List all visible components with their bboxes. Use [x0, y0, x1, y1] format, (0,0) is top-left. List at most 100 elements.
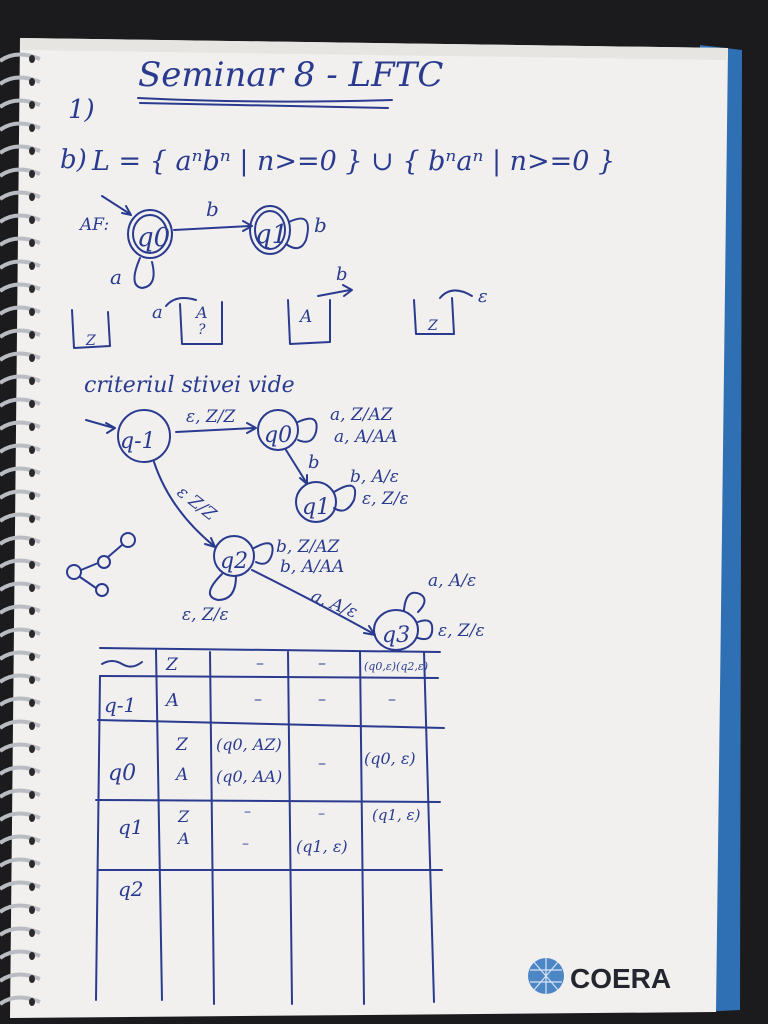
table-row-q1-state: q1	[118, 815, 144, 839]
binding-hole	[29, 538, 35, 546]
pda-state-q2-label: q2	[220, 549, 248, 574]
table-row-q-1-stack: A	[164, 690, 179, 711]
binding-hole	[29, 469, 35, 477]
pda-state-q3	[373, 609, 419, 651]
spiral-ring	[0, 489, 41, 500]
binding-hole	[29, 837, 35, 845]
pda-state-q1-label: q1	[302, 495, 330, 520]
binding-hole	[29, 860, 35, 868]
title-underline	[137, 97, 393, 103]
spiral-ring	[0, 374, 41, 385]
spiral-ring	[0, 995, 41, 1006]
binding-hole	[29, 239, 35, 247]
spiral-ring	[0, 52, 41, 63]
spiral-ring	[0, 558, 41, 569]
af-loop-q0	[133, 257, 155, 289]
spiral-ring	[0, 351, 41, 362]
binding-hole	[29, 630, 35, 638]
binding-hole	[29, 147, 35, 155]
stack-sketch-4-pop: ε	[478, 286, 488, 307]
binding-hole	[29, 354, 35, 362]
svg-text:(q1, ε): (q1, ε)	[296, 837, 348, 856]
binding-hole	[29, 216, 35, 224]
spiral-ring	[0, 98, 41, 109]
svg-text:Z: Z	[175, 735, 189, 755]
pda-loop-q1-label-2: ε, Z/ε	[362, 489, 409, 509]
pda-loop-q2-label-1: b, Z/AZ	[276, 537, 341, 557]
spiral-ring	[0, 121, 41, 132]
binding-hole	[29, 400, 35, 408]
svg-text:(q1, ε): (q1, ε)	[372, 806, 421, 824]
stack-sketch-3-input: b	[336, 264, 348, 285]
binding-hole	[29, 561, 35, 569]
af-state-q1-label: q1	[255, 220, 288, 250]
criterion-text: criteriul stivei vide	[84, 373, 295, 398]
binding-hole	[29, 791, 35, 799]
svg-text:–: –	[388, 689, 396, 708]
binding-hole	[29, 699, 35, 707]
binding-hole	[29, 446, 35, 454]
binding-hole	[29, 78, 35, 86]
binding-hole	[29, 883, 35, 891]
spiral-ring	[0, 742, 41, 753]
svg-text:(q0, AZ): (q0, AZ)	[216, 735, 282, 754]
svg-text:(q0, ε): (q0, ε)	[364, 749, 416, 768]
spiral-ring	[0, 765, 41, 776]
af-loop-q1-label: b	[314, 213, 327, 237]
binding-hole	[29, 193, 35, 201]
spiral-ring	[0, 719, 41, 730]
spiral-ring	[0, 213, 41, 224]
binding-hole	[29, 285, 35, 293]
spiral-ring	[0, 857, 41, 868]
svg-text:A: A	[176, 829, 190, 848]
notebook-page	[10, 38, 728, 1018]
spiral-ring	[0, 75, 41, 86]
pda-edge-q0-q1-label: b	[308, 452, 320, 473]
spiral-ring	[0, 443, 41, 454]
pda-loop-q3-top-label: a, A/ε	[428, 571, 476, 591]
binding-hole	[29, 676, 35, 684]
svg-text:(q0, AA): (q0, AA)	[216, 767, 282, 786]
stack-sketch-3	[287, 299, 331, 345]
binding-hole	[29, 929, 35, 937]
coera-logo: COERA	[528, 958, 671, 994]
pda-start-arrow	[85, 419, 115, 429]
pda-state-q2	[213, 535, 255, 577]
binding-hole	[29, 262, 35, 270]
spiral-ring	[0, 673, 41, 684]
spiral-ring	[0, 926, 41, 937]
af-loop-q1	[285, 217, 309, 250]
small-doodle	[66, 532, 136, 597]
af-edge-q0-q1-label: b	[206, 197, 219, 221]
svg-text:–: –	[318, 753, 326, 772]
pda-state-q-1	[117, 409, 171, 463]
spiral-ring	[0, 903, 41, 914]
table-header-col1: –	[256, 653, 264, 672]
spiral-ring	[0, 397, 41, 408]
binding-hole	[29, 55, 35, 63]
binding-hole	[29, 814, 35, 822]
spiral-ring	[0, 811, 41, 822]
pda-loop-q3-right-label: ε, Z/ε	[438, 621, 485, 641]
stack-sketch-4	[413, 297, 455, 335]
spiral-ring	[0, 535, 41, 546]
pda-loop-q2-bottom	[209, 573, 237, 601]
spiral-ring	[0, 949, 41, 960]
language-definition: L = { aⁿbⁿ | n>=0 } ∪ { bⁿaⁿ | n>=0 }	[91, 146, 615, 177]
binding-hole	[29, 584, 35, 592]
coera-wordmark: COERA	[570, 963, 671, 994]
svg-text:–: –	[318, 806, 325, 822]
binding-hole	[29, 998, 35, 1006]
svg-text:–: –	[318, 689, 326, 708]
table-row-q2-state: q2	[118, 877, 144, 901]
svg-text:–: –	[254, 689, 262, 708]
spiral-ring	[0, 167, 41, 178]
transition-table-grid	[95, 647, 445, 1005]
pda-loop-q0-label-1: a, Z/AZ	[330, 405, 394, 425]
svg-text:Z: Z	[85, 333, 96, 349]
table-header-col3: (q0,ε)(q2,ε)	[364, 660, 428, 673]
af-loop-q0-label: a	[110, 265, 122, 289]
binding-hole	[29, 515, 35, 523]
svg-text:–: –	[244, 804, 251, 820]
pda-edge-q2-q3	[251, 569, 375, 635]
